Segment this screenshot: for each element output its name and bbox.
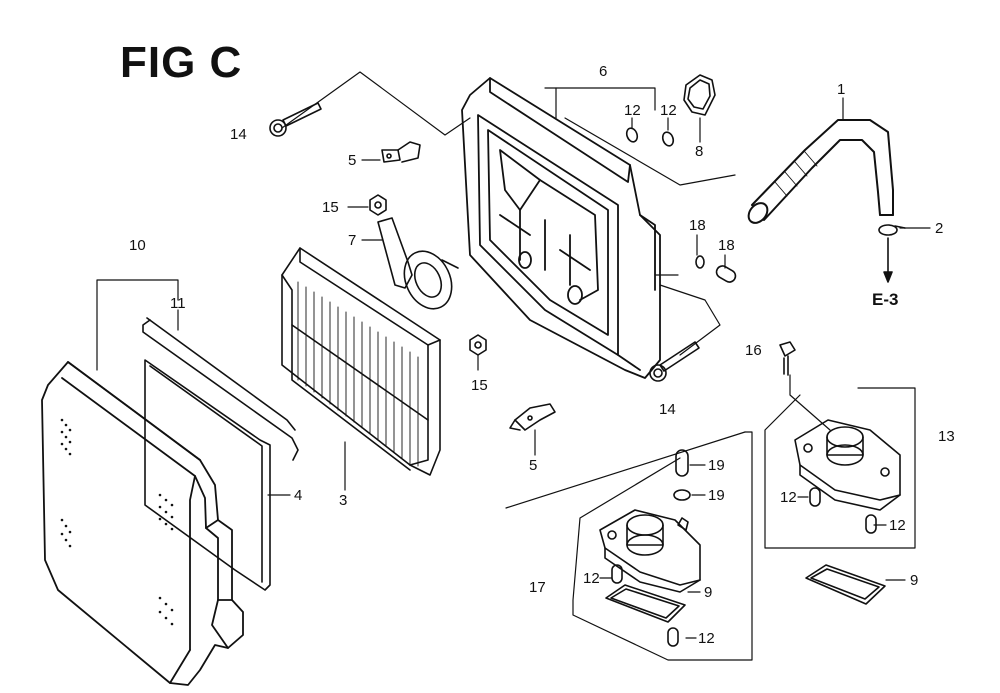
callout-6: 6: [599, 63, 608, 80]
part-seal-wire: [142, 317, 299, 461]
callout-12-d: 12: [698, 630, 715, 647]
callout-9-left: 9: [704, 584, 713, 601]
callout-14-upper: 14: [230, 126, 247, 143]
callout-19-lower: 19: [708, 487, 725, 504]
part-air-cleaner-case: [461, 77, 661, 379]
callout-18-upper: 18: [718, 237, 735, 254]
callout-15-lower: 15: [471, 377, 488, 394]
callout-12-c: 12: [583, 570, 600, 587]
part-breather-guide: [377, 217, 459, 310]
callout-10: 10: [129, 237, 146, 254]
callout-2: 2: [935, 220, 944, 237]
callout-18-lower: 19: [708, 457, 725, 474]
reference-arrow: [883, 237, 893, 283]
part-bolt-upper: [269, 102, 322, 137]
part-bolt-lower: [649, 341, 700, 382]
callout-4: 4: [294, 487, 303, 504]
part-o-ring-19: [673, 255, 705, 501]
figure-title: FIG C: [120, 38, 243, 87]
part-nut-lower: [469, 334, 487, 356]
callout-7: 7: [348, 232, 357, 249]
part-joint-17: [599, 509, 701, 593]
callout-17: 17: [529, 579, 546, 596]
part-joint-13: [794, 419, 901, 511]
part-gasket-9: [605, 564, 886, 623]
reference-label: E-3: [872, 290, 899, 309]
callout-9-right: 9: [910, 572, 919, 589]
callout-5-upper: 5: [348, 152, 357, 169]
callout-15-upper: 15: [322, 199, 339, 216]
callout-12-e: 12: [780, 489, 797, 506]
callout-8: 8: [695, 143, 704, 160]
callout-1: 1: [837, 81, 846, 98]
part-clamp-upper: [381, 141, 421, 163]
callout-19-upper: 18: [689, 217, 706, 234]
part-gasket-ring: [683, 74, 716, 116]
part-clip: [878, 224, 906, 236]
part-air-cleaner-cover: [41, 361, 244, 686]
part-pin-18: [675, 265, 737, 477]
part-nut-upper: [369, 194, 387, 216]
part-air-filter-element: [281, 247, 441, 476]
callout-12-b: 12: [660, 102, 677, 119]
part-breather-tube: [747, 119, 894, 224]
callout-13: 13: [938, 428, 955, 445]
callout-16: 16: [745, 342, 762, 359]
callout-12-f: 12: [889, 517, 906, 534]
callout-12-a: 12: [624, 102, 641, 119]
callout-5-lower: 5: [529, 457, 538, 474]
part-bolt-16: [779, 341, 796, 376]
callout-3: 3: [339, 492, 348, 509]
part-pins: [611, 127, 877, 647]
callout-11: 11: [170, 295, 186, 312]
part-clamp-lower: [509, 403, 556, 431]
part-pre-filter: [144, 359, 271, 591]
callout-14-lower: 14: [659, 401, 676, 418]
